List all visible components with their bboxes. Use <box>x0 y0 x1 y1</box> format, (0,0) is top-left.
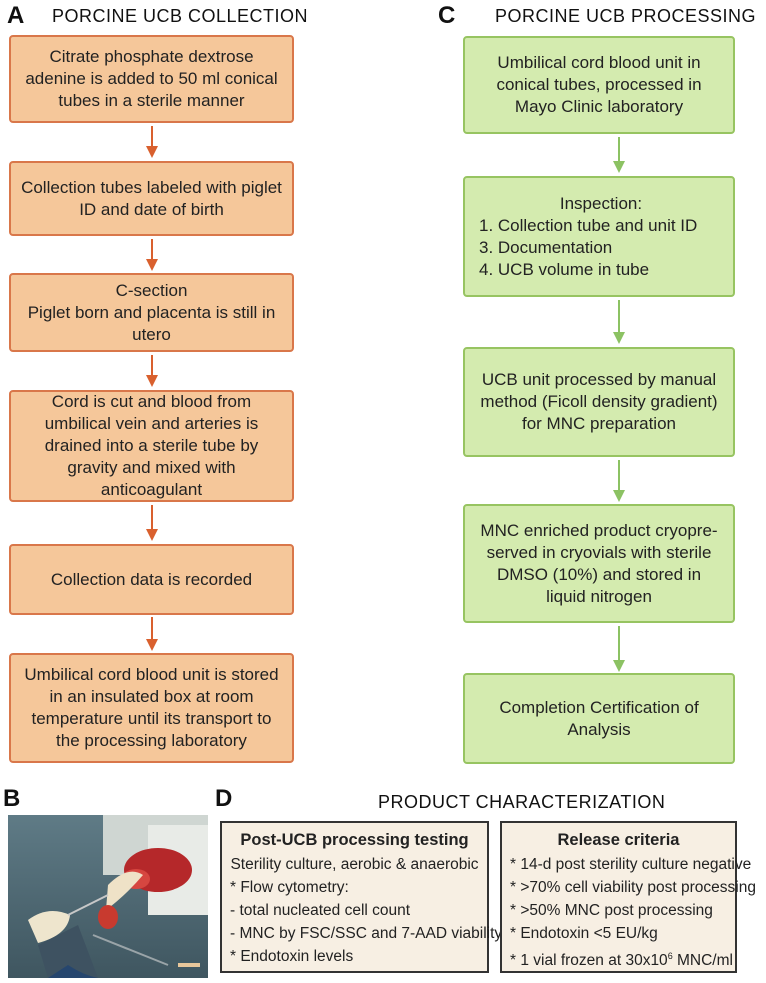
arrow-a-5 <box>146 617 158 651</box>
release-item-5-suffix: MNC/ml <box>672 952 733 970</box>
processing-step-5: Completion Certification of Analysis <box>463 673 735 764</box>
arrow-c-4 <box>613 626 625 672</box>
arrow-c-1 <box>613 137 625 173</box>
arrow-c-3 <box>613 460 625 502</box>
release-item-1: * 14-d post sterility culture negative <box>510 856 752 873</box>
post-processing-testing-box: Post-UCB processing testing Sterility cu… <box>220 821 503 973</box>
testing-item-2: - total nucleated cell count <box>230 902 411 919</box>
inspection-box: Inspection: 1. Collection tube and unit … <box>463 176 735 297</box>
testing-subheading: Sterility culture, aerobic & anaerobic <box>230 856 479 873</box>
panel-c-title: PORCINE UCB PROCESSING <box>495 6 757 26</box>
surgery-photo <box>8 815 208 978</box>
panel-b-letter: B <box>3 785 21 812</box>
release-heading: Release criteria <box>557 831 680 849</box>
testing-heading: Post-UCB processing testing <box>240 831 469 849</box>
testing-item-4: * Endotoxin levels <box>230 948 354 965</box>
panel-a-letter: A <box>7 2 25 29</box>
arrow-a-4 <box>146 505 158 541</box>
release-item-2: * >70% cell viability post processing <box>510 879 756 896</box>
inspection-item-3: 4. UCB volume in tube <box>479 259 650 279</box>
inspection-item-1: 1. Collection tube and unit ID <box>479 215 698 235</box>
release-item-5-exponent: 6 <box>667 951 673 961</box>
processing-step-4: MNC enriched product cryopre-served in c… <box>463 504 735 623</box>
inspection-item-2: 3. Documentation <box>479 237 613 257</box>
collection-step-4: Cord is cut and blood from umbilical vei… <box>9 390 294 502</box>
release-criteria-box: Release criteria * 14-d post sterility c… <box>500 821 756 973</box>
inspection-heading: Inspection: <box>559 193 643 213</box>
release-item-3: * >50% MNC post processing <box>510 902 713 919</box>
testing-item-1: * Flow cytometry: <box>230 879 349 896</box>
panel-c-letter: C <box>438 2 456 29</box>
collection-step-6: Umbilical cord blood unit is stored in a… <box>9 653 294 763</box>
arrow-a-3 <box>146 355 158 387</box>
collection-step-5: Collection data is recorded <box>9 544 294 615</box>
collection-step-1: Citrate phosphate dextrose adenine is ad… <box>9 35 294 123</box>
processing-step-1: Umbilical cord blood unit in conical tub… <box>463 36 735 134</box>
release-item-5-prefix: * 1 vial frozen at 30x10 <box>510 952 668 970</box>
collection-step-3: C-section Piglet born and placenta is st… <box>9 273 294 352</box>
collection-step-2: Collection tubes labeled with piglet ID … <box>9 161 294 236</box>
panel-d-letter: D <box>215 785 233 812</box>
processing-step-3: UCB unit processed by manual method (Fic… <box>463 347 735 457</box>
panel-a-title: PORCINE UCB COLLECTION <box>52 6 309 26</box>
panel-d-title: PRODUCT CHARACTERIZATION <box>378 792 666 812</box>
arrow-a-1 <box>146 126 158 158</box>
release-item-4: * Endotoxin <5 EU/kg <box>510 925 658 942</box>
release-item-5: * 1 vial frozen at 30x106 MNC/ml <box>510 945 733 972</box>
arrow-a-2 <box>146 239 158 271</box>
testing-item-3: - MNC by FSC/SSC and 7-AAD viability <box>230 925 503 942</box>
arrow-c-2 <box>613 300 625 344</box>
